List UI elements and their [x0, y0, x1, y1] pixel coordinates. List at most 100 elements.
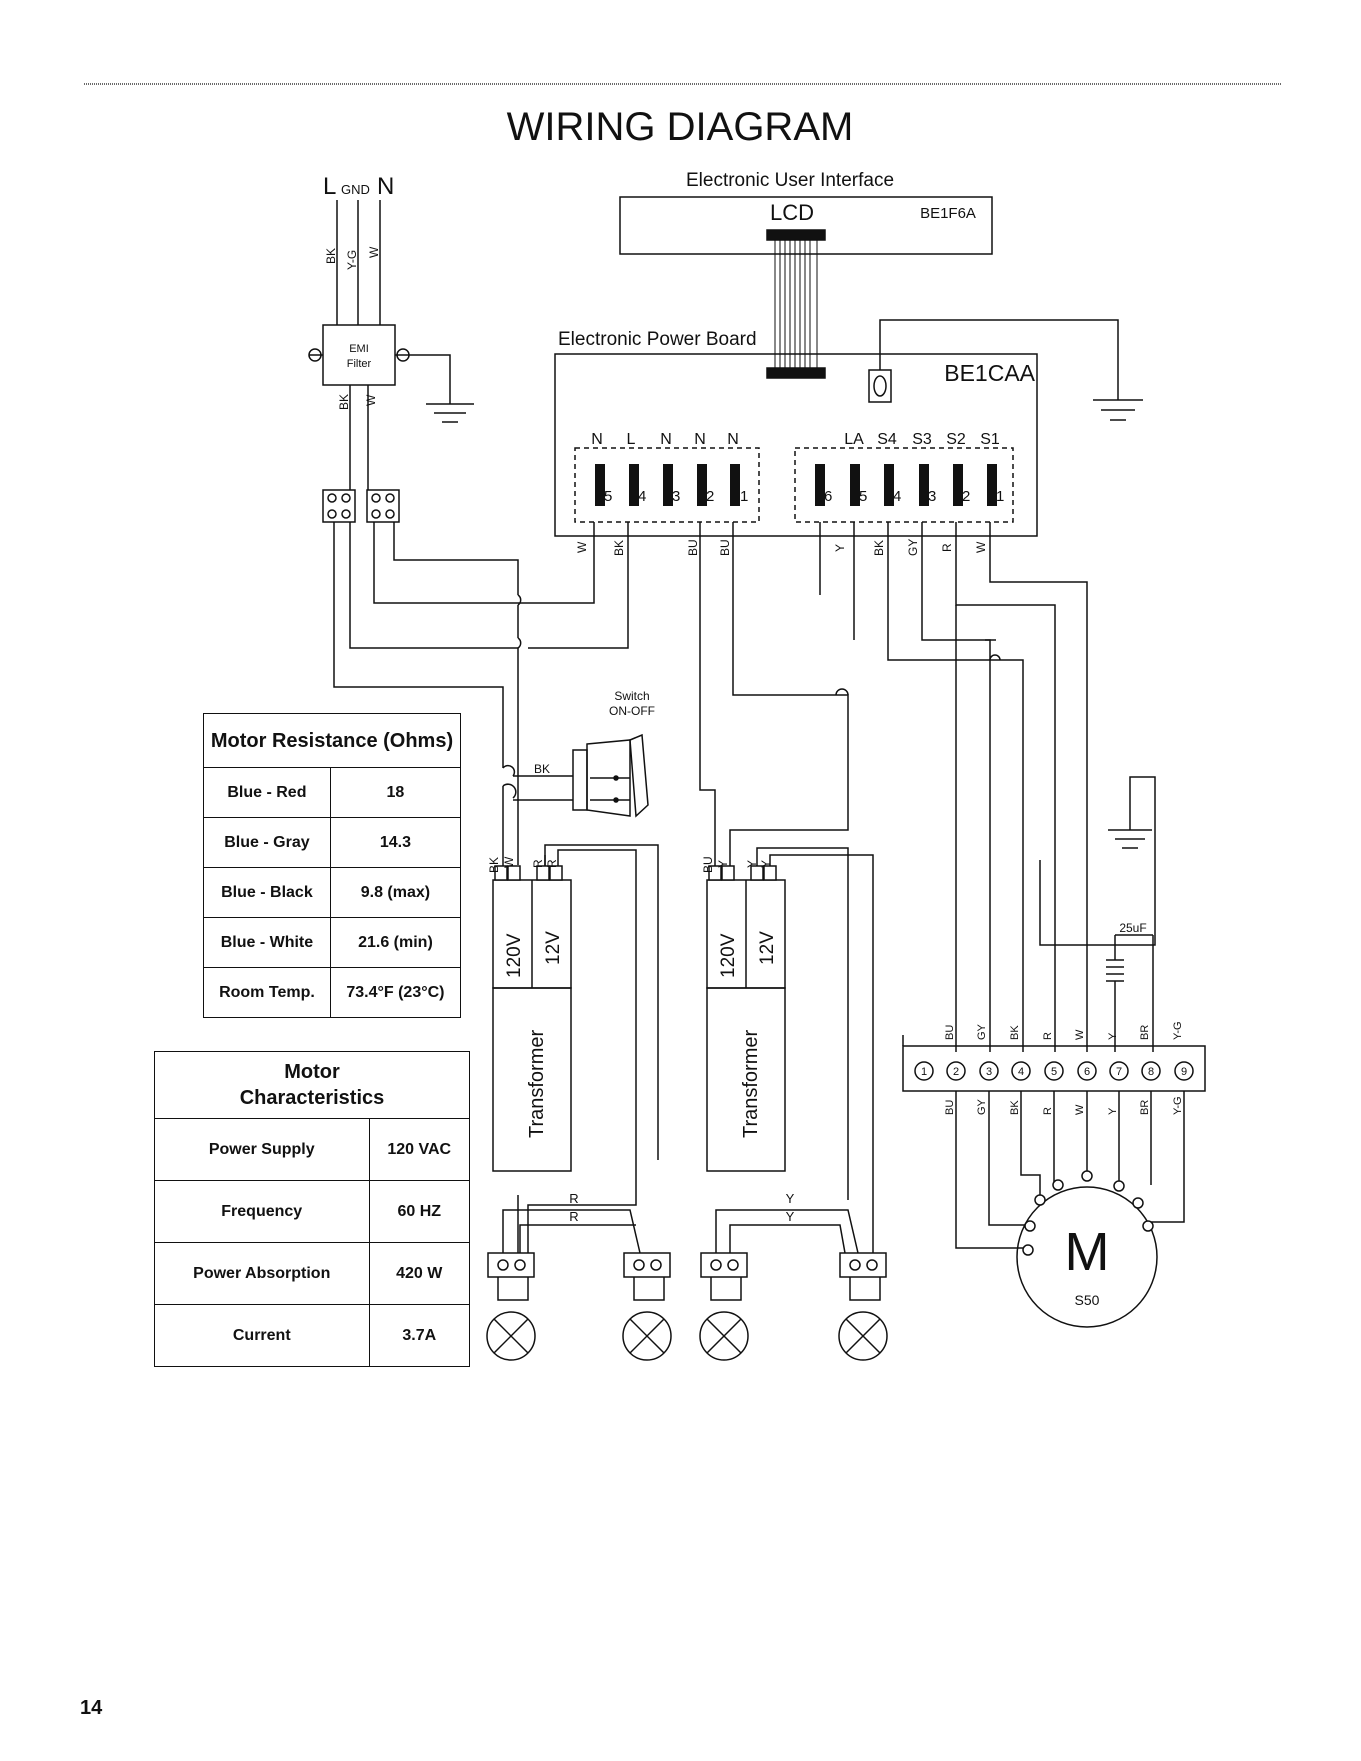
wire-label: BK — [487, 857, 501, 873]
wire-label: W — [575, 541, 589, 553]
wire-label: R — [531, 859, 545, 868]
terminal-number: 8 — [1148, 1066, 1154, 1078]
power-board — [554, 353, 1038, 537]
table-cell: Blue - Gray — [203, 817, 331, 868]
motor-characteristics-table: Motor Characteristics Power Supply 120 V… — [154, 1051, 470, 1367]
table-row: Current 3.7A — [154, 1304, 470, 1367]
wire-label: W — [974, 541, 988, 553]
terminal-number: 7 — [1116, 1066, 1122, 1078]
switch-label-2: ON-OFF — [609, 704, 655, 718]
terminal-block — [366, 489, 400, 523]
lamp — [838, 1252, 888, 1361]
wire-label: R — [545, 859, 559, 868]
terminal-number: 3 — [986, 1066, 992, 1078]
user-interface-box — [619, 196, 993, 255]
wire-label: BK — [1009, 1100, 1021, 1115]
wire-label: W — [502, 856, 516, 868]
motor-resistance-table: Motor Resistance (Ohms) Blue - Red 18 Bl… — [203, 713, 462, 1018]
wire-label: Y-G — [345, 250, 359, 270]
table-row: Blue - Red 18 — [203, 767, 462, 818]
wire-label: GY — [906, 539, 920, 556]
table-cell: Blue - Black — [203, 867, 331, 918]
connector-right — [794, 447, 1014, 523]
wire-label: BU — [718, 539, 732, 556]
wire-label: R — [940, 543, 954, 552]
transformer-1 — [492, 987, 572, 1172]
terminal-number: 9 — [1181, 1066, 1187, 1078]
connector-left — [574, 447, 760, 523]
transformer-1-120v: 120V — [504, 933, 525, 978]
ui-code: BE1F6A — [920, 205, 976, 222]
wire-label: BU — [944, 1100, 956, 1115]
table-cell: 420 W — [368, 1242, 470, 1305]
supply-n-label: N — [377, 173, 394, 200]
pin-name: S4 — [877, 431, 897, 448]
pin-number: 4 — [893, 488, 901, 505]
wire-label: Y — [833, 544, 847, 552]
emi-label-2: Filter — [347, 358, 372, 370]
wire-label: R — [1042, 1107, 1054, 1115]
terminal-number: 1 — [921, 1066, 927, 1078]
terminal-number: 6 — [1084, 1066, 1090, 1078]
table-cell: Frequency — [154, 1180, 370, 1243]
diagram-title: WIRING DIAGRAM — [507, 105, 854, 149]
motor-code: S50 — [1075, 1292, 1100, 1308]
table-cell: Blue - White — [203, 917, 331, 968]
pin-number: 3 — [672, 488, 680, 505]
wire-label: W — [364, 394, 378, 406]
lamp — [622, 1252, 672, 1361]
wire-label: Y — [786, 1209, 795, 1224]
title-line: Motor — [284, 1061, 340, 1083]
table-cell: 3.7A — [368, 1304, 470, 1367]
ground-terminal — [868, 369, 892, 403]
motor — [1016, 1186, 1158, 1328]
wire-label: BK — [612, 540, 626, 556]
ui-label: Electronic User Interface — [686, 170, 894, 191]
wire-label: BR — [1139, 1025, 1151, 1040]
motor-characteristics-title: Motor Characteristics — [154, 1051, 470, 1119]
lamp — [486, 1252, 536, 1361]
table-cell: 14.3 — [329, 817, 462, 868]
table-cell: Current — [154, 1304, 370, 1367]
page-number: 14 — [80, 1697, 103, 1719]
table-cell: 120 VAC — [368, 1118, 470, 1181]
pin-name: LA — [844, 431, 864, 448]
wire-label: BK — [324, 248, 338, 264]
pin-number: 1 — [996, 488, 1004, 505]
table-cell: Power Absorption — [154, 1242, 370, 1305]
switch-label-1: Switch — [614, 689, 649, 703]
lcd-label: LCD — [770, 200, 814, 225]
pin-number: 5 — [604, 488, 612, 505]
table-row: Room Temp. 73.4°F (23°C) — [203, 967, 462, 1018]
pin-name: L — [627, 431, 636, 448]
wire-label: GY — [976, 1023, 988, 1040]
terminal-number: 4 — [1018, 1066, 1024, 1078]
wire-label: W — [367, 246, 381, 258]
wire-label: R — [569, 1191, 578, 1206]
emi-label-1: EMI — [349, 343, 369, 355]
motor-symbol: M — [1065, 1222, 1110, 1282]
table-cell: Room Temp. — [203, 967, 331, 1018]
table-cell: 73.4°F (23°C) — [329, 967, 462, 1018]
transformer-2-label: Transformer — [740, 1029, 762, 1138]
pin-name: N — [694, 431, 706, 448]
transformer-2-120v: 120V — [718, 933, 739, 978]
pin-name: N — [660, 431, 672, 448]
pin-name: N — [591, 431, 603, 448]
pin-number: 6 — [824, 488, 832, 505]
wire-label: Y-G — [1172, 1096, 1184, 1115]
lamp — [699, 1252, 749, 1361]
pin-name: S1 — [980, 431, 1000, 448]
wire-label: W — [1074, 1104, 1086, 1115]
on-off-switch — [548, 733, 649, 818]
terminal-number: 2 — [953, 1066, 959, 1078]
board-code: BE1CAA — [944, 360, 1035, 386]
wire-label: BU — [701, 856, 715, 873]
wire-label: Y — [786, 1191, 795, 1206]
pin-name: N — [727, 431, 739, 448]
wire-label: W — [1074, 1029, 1086, 1040]
supply-l-label: L — [323, 173, 336, 200]
table-cell: Power Supply — [154, 1118, 370, 1181]
motor-resistance-title: Motor Resistance (Ohms) — [203, 713, 461, 768]
